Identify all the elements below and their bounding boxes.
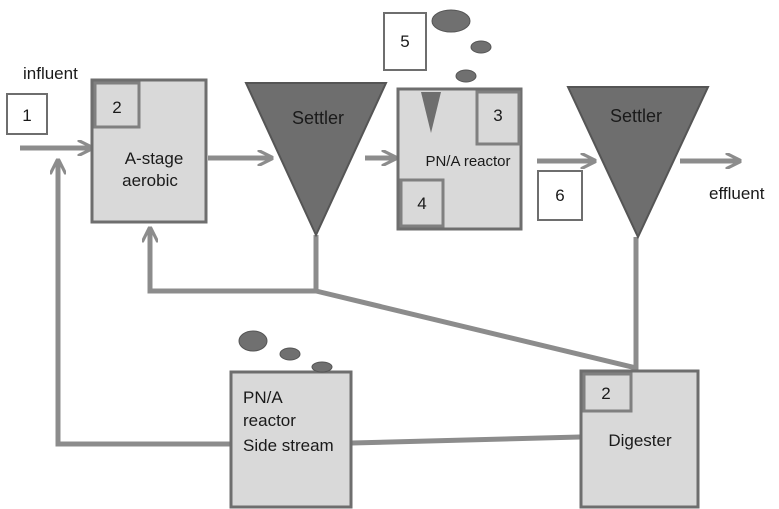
granule-icon — [279, 347, 301, 361]
marker-5-box: 5 — [383, 12, 427, 71]
sludge-return-line — [150, 228, 319, 294]
settler-1: Settler — [244, 82, 388, 238]
marker-2-digester: 2 — [601, 384, 610, 403]
settler-2-label: Settler — [610, 106, 662, 126]
marker-5: 5 — [400, 32, 409, 51]
digester-box: 2 Digester — [579, 369, 700, 509]
influent-label: influent — [23, 64, 78, 83]
sludge-to-digester-line — [315, 288, 637, 371]
side-label-line3: Side stream — [243, 436, 334, 455]
pna-reactor-sidestream: PN/A reactor Side stream — [229, 370, 353, 509]
marker-6: 6 — [555, 186, 564, 205]
granule-icon — [238, 330, 268, 352]
pna-reactor-mainstream: 3 4 PN/A reactor — [396, 87, 523, 231]
marker-1: 1 — [22, 106, 31, 125]
pna-reactor-label: PN/A reactor — [425, 153, 510, 170]
a-stage-label-line2: aerobic — [122, 171, 178, 190]
marker-2-astage: 2 — [112, 98, 121, 117]
a-stage-aerobic-box: 2 A-stage aerobic — [90, 78, 208, 224]
effluent-label: effluent — [709, 184, 765, 203]
granule-icon — [470, 40, 492, 54]
marker-4: 4 — [417, 194, 426, 213]
digester-to-sidestream-line — [351, 434, 581, 446]
a-stage-label-line1: A-stage — [125, 149, 184, 168]
marker-1-box: 1 — [6, 93, 48, 135]
marker-3: 3 — [493, 106, 502, 125]
settler-1-label: Settler — [292, 108, 344, 128]
digester-label: Digester — [608, 431, 672, 450]
side-label-line1: PN/A — [243, 388, 283, 407]
side-label-line2: reactor — [243, 411, 296, 430]
settler-2: Settler — [566, 86, 710, 240]
sidestream-return-line — [58, 160, 230, 447]
marker-6-box: 6 — [537, 170, 583, 221]
granule-icon — [311, 361, 333, 373]
granule-icon — [455, 69, 477, 83]
granule-icon — [431, 9, 471, 33]
